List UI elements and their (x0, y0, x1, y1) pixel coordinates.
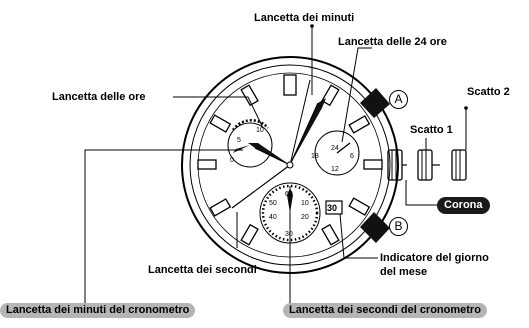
pusher-a (360, 88, 390, 118)
chrono-sec-label-50: 50 (269, 200, 277, 207)
label-24h-hand: Lancetta delle 24 ore (338, 36, 447, 48)
crown-step-2 (451, 149, 467, 181)
date-value: 30 (327, 203, 338, 213)
label-step-1: Scatto 1 (410, 124, 453, 136)
marker-8 (209, 198, 232, 217)
seconds-hand (231, 164, 291, 209)
chrono-sec-label-60: 60 (285, 191, 293, 198)
chrono-sec-label-20: 20 (301, 214, 309, 221)
chrono-sec-label-40: 40 (269, 214, 277, 221)
leader-lines (84, 26, 467, 305)
marker-2 (348, 115, 371, 134)
label-date-indicator-1: Indicatore del giorno (380, 252, 489, 264)
chrono-sec-label-30: 30 (285, 231, 293, 238)
marker-7 (240, 223, 259, 246)
subdial-chrono-seconds-scale (261, 184, 319, 242)
sub24-label-24: 24 (331, 145, 339, 152)
marker-9 (197, 159, 217, 170)
date-window (325, 200, 343, 215)
subdial-24h (314, 130, 360, 176)
label-chrono-seconds: Lancetta dei secondi del cronometro (283, 303, 487, 318)
sub24-label-6: 6 (350, 153, 354, 160)
marker-11 (240, 84, 259, 107)
chrono-min-label-10: 10 (256, 127, 264, 134)
marker-10 (209, 114, 232, 133)
pusher-a-label: A (389, 90, 408, 109)
marker-4 (348, 197, 371, 216)
label-chrono-minutes: Lancetta dei minuti del cronometro (0, 303, 196, 318)
label-hour-hand: Lancetta delle ore (52, 91, 146, 103)
chrono-minutes-hand (233, 145, 250, 153)
pusher-b-label: B (389, 217, 408, 236)
minute-hand (290, 98, 326, 165)
chrono-min-label-0: 0 (230, 157, 234, 164)
sub24-label-12: 12 (331, 166, 339, 173)
pusher-b (360, 212, 390, 243)
chrono-sec-label-10: 10 (301, 200, 309, 207)
label-date-indicator-2: del mese (380, 266, 428, 278)
marker-5 (321, 223, 340, 246)
hour24-hand (336, 142, 351, 154)
subdial-chrono-minutes-scale (231, 119, 269, 131)
crown-step-1 (417, 149, 433, 181)
marker-1 (321, 84, 340, 107)
sub24-label-18: 18 (311, 153, 319, 160)
label-step-2: Scatto 2 (467, 86, 510, 98)
label-minute-hand: Lancetta dei minuti (254, 12, 355, 24)
subdial-chrono-minutes (227, 122, 273, 168)
chrono-min-label-5: 5 (237, 137, 241, 144)
label-crown: Corona (437, 197, 490, 214)
marker-12 (283, 74, 297, 96)
marker-3 (363, 159, 383, 170)
watch-hands (231, 79, 351, 213)
label-seconds-hand: Lancetta dei secondi (148, 264, 257, 276)
